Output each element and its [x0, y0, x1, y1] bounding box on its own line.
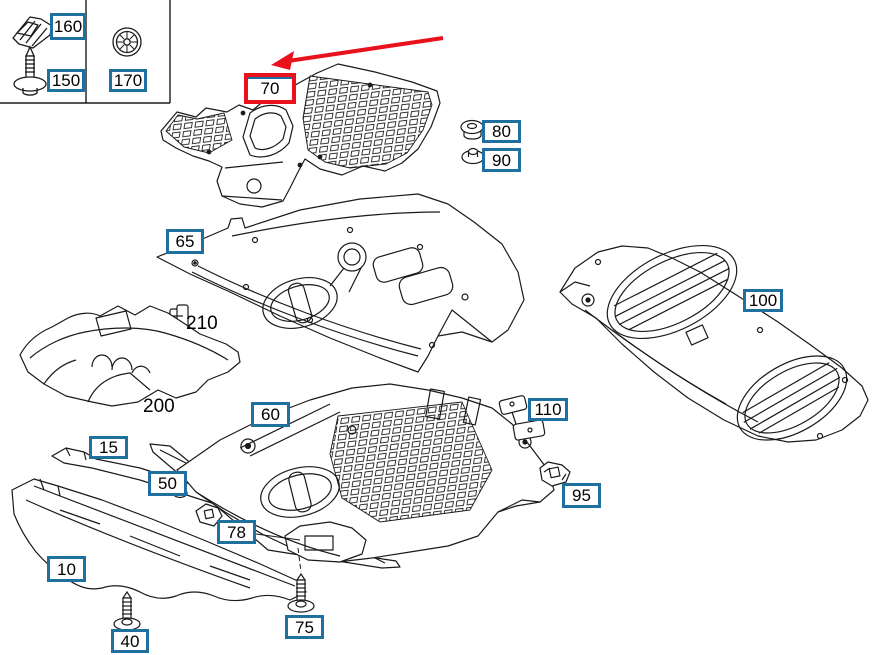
part-200-tray [19, 305, 241, 407]
callout-78-text: 78 [227, 522, 246, 542]
callout-75-text: 75 [295, 617, 314, 637]
plain-label-210-text: 210 [186, 313, 218, 334]
part-65-panel [156, 193, 525, 373]
plain-label-200: 200 [143, 397, 175, 416]
screw-75-icon [287, 572, 315, 613]
callout-150-text: 150 [51, 71, 81, 90]
bracket-110-icon [498, 395, 546, 441]
callout-80-text: 80 [492, 122, 511, 141]
grommet-80-icon [460, 119, 484, 140]
callout-50-text: 50 [158, 474, 177, 493]
plain-label-200-text: 200 [143, 396, 175, 417]
callout-10[interactable]: 10 [47, 556, 86, 582]
callout-40[interactable]: 40 [111, 629, 149, 653]
callout-90-text: 90 [492, 150, 511, 170]
washer-170-icon [112, 27, 142, 57]
callout-15[interactable]: 15 [89, 436, 128, 459]
callout-150[interactable]: 150 [47, 69, 85, 92]
callout-10-text: 10 [57, 559, 76, 579]
callout-70-highlighted[interactable]: 70 [244, 73, 296, 104]
part-70-panel [160, 63, 441, 208]
callout-78[interactable]: 78 [217, 520, 256, 544]
clip-78-icon [195, 503, 223, 527]
part-60-panel [176, 383, 555, 563]
callout-65[interactable]: 65 [166, 229, 204, 254]
callout-95-text: 95 [572, 486, 591, 505]
legend-box [0, 0, 171, 104]
red-highlight-arrow [271, 36, 444, 70]
callout-170-text: 170 [113, 71, 143, 90]
callout-110-text: 110 [534, 400, 562, 419]
callout-60[interactable]: 60 [251, 402, 290, 427]
callout-100[interactable]: 100 [743, 289, 783, 312]
callout-170[interactable]: 170 [109, 69, 147, 92]
part-100-panel [559, 244, 869, 443]
callout-95[interactable]: 95 [562, 483, 601, 508]
callout-75[interactable]: 75 [285, 615, 324, 639]
clip-160-icon [12, 16, 53, 49]
leader-78 [255, 533, 301, 541]
callout-65-text: 65 [175, 232, 195, 251]
callout-50[interactable]: 50 [148, 471, 187, 496]
callout-80[interactable]: 80 [482, 120, 521, 143]
rivet-150-icon [13, 45, 47, 96]
callout-160-text: 160 [53, 17, 83, 36]
leader-75 [297, 547, 302, 573]
screw-40-icon [113, 590, 141, 631]
callout-40-text: 40 [120, 631, 140, 651]
callout-110[interactable]: 110 [528, 398, 568, 421]
callout-160[interactable]: 160 [50, 13, 86, 40]
clip-95-icon [539, 461, 571, 487]
grommet-90-icon [461, 147, 485, 165]
callout-60-text: 60 [261, 405, 280, 424]
plain-label-210: 210 [186, 314, 218, 333]
callout-15-text: 15 [99, 438, 118, 457]
callout-70-text: 70 [260, 79, 280, 98]
callout-90[interactable]: 90 [482, 148, 521, 172]
callout-100-text: 100 [748, 291, 778, 310]
